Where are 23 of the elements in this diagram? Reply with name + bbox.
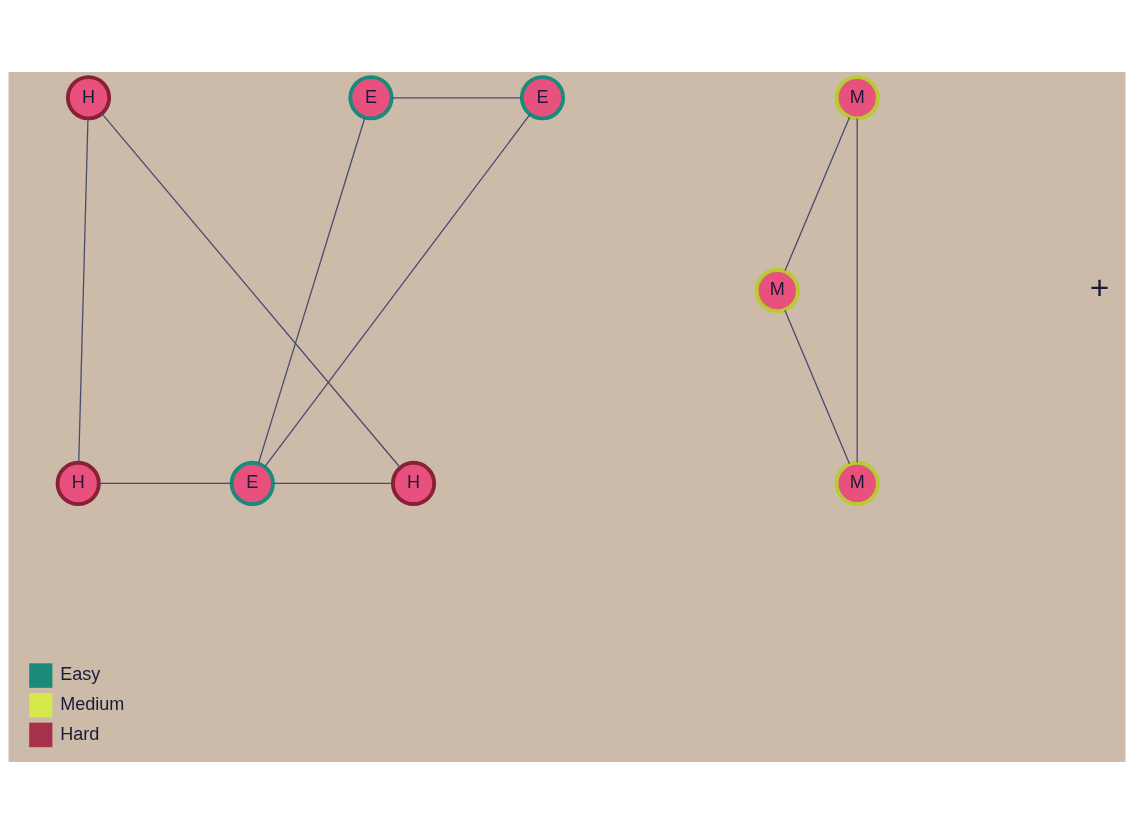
connector [264,113,531,468]
node-circle: E [229,460,275,506]
connector [257,117,366,465]
legend-label: Easy [60,664,101,685]
connector [78,117,89,464]
connector [784,309,851,465]
legend-label: Hard [60,723,100,744]
connector [272,482,394,485]
node-circle: M [754,268,800,314]
node-circle: M [834,75,880,121]
connector [856,117,858,464]
connector [784,116,851,272]
label: + [1089,268,1110,306]
connector [101,113,401,468]
connector [391,97,522,99]
node-circle: H [55,460,101,506]
node-circle: E [348,75,394,121]
legend-label: Medium [60,694,125,715]
connector [98,482,232,485]
node-circle: E [519,75,566,121]
node-circle: H [390,460,437,506]
node-circle: M [834,460,880,506]
node-circle: H [65,75,112,121]
